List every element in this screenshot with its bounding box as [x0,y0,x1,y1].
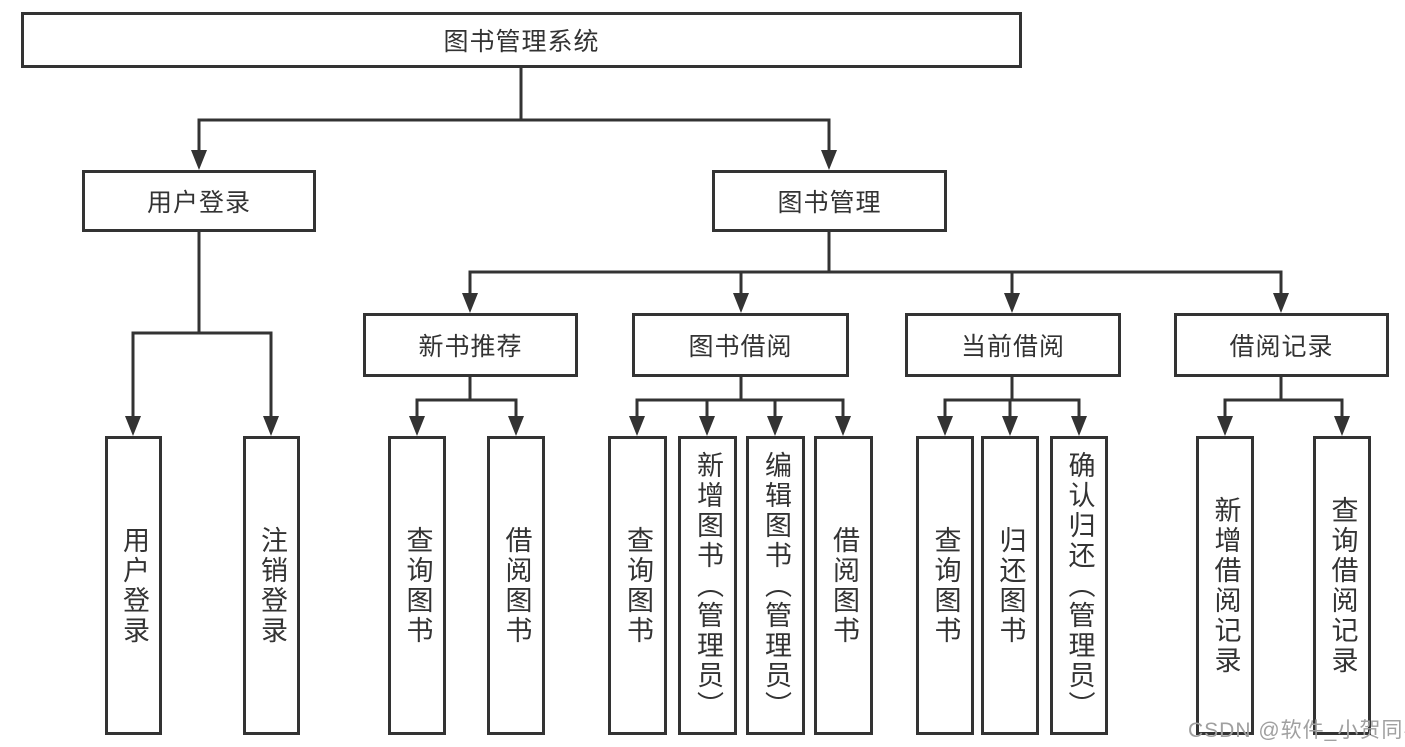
leaf-current-confirm-return-admin: 确认归还（管理员） [1050,436,1108,735]
leaf-borrow-borrow-books: 借阅图书 [814,436,873,735]
leaf-logout: 注销登录 [243,436,300,735]
leaf-records-query-record: 查询借阅记录 [1313,436,1371,735]
node-library-system: 图书管理系统 [21,12,1022,68]
node-borrow-records: 借阅记录 [1174,313,1389,377]
leaf-user-login: 用户登录 [105,436,162,735]
node-book-management: 图书管理 [712,170,947,232]
leaf-borrow-edit-books-admin: 编辑图书（管理员） [746,436,805,735]
node-new-book-recommend: 新书推荐 [363,313,578,377]
leaf-recommend-borrow-books: 借阅图书 [487,436,545,735]
csdn-watermark: CSDN @软件_小贺同学 [1188,719,1405,742]
leaf-records-add-record: 新增借阅记录 [1196,436,1254,735]
leaf-current-return-books: 归还图书 [981,436,1039,735]
node-current-borrow: 当前借阅 [905,313,1121,377]
leaf-borrow-add-books-admin: 新增图书（管理员） [678,436,737,735]
node-book-borrow: 图书借阅 [632,313,849,377]
leaf-current-query-books: 查询图书 [916,436,974,735]
arrowheads [125,150,1350,436]
leaf-recommend-query-books: 查询图书 [388,436,446,735]
leaf-borrow-query-books: 查询图书 [608,436,667,735]
node-user-login: 用户登录 [82,170,316,232]
